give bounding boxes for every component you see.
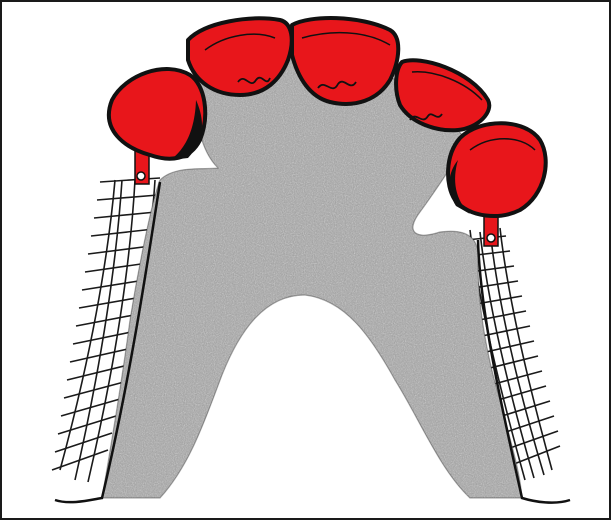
tooth-left-central	[292, 18, 398, 104]
tooth-right-canine	[448, 123, 546, 216]
right-rest-clasp	[484, 214, 498, 246]
